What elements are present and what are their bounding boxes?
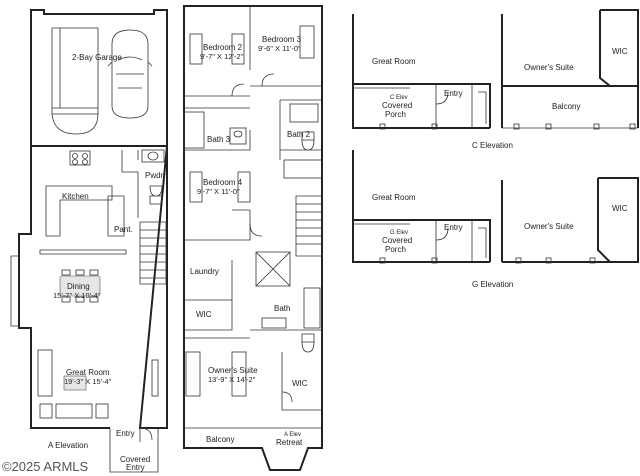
bedroom4-size: 9'-7" X 11'-0": [197, 187, 240, 196]
g-elevation-plan: Great Room G Elev Covered Porch Entry Ow…: [352, 150, 639, 289]
bedroom2-label: Bedroom 2: [203, 43, 243, 52]
retreat-label: Retreat: [276, 438, 303, 447]
kitchen-island: [45, 185, 113, 237]
bath2-label: Bath 2: [287, 130, 311, 139]
g-porch-tag: G Elev: [390, 230, 408, 236]
balcony-label: Balcony: [206, 435, 234, 444]
entry-label: Entry: [116, 429, 135, 438]
covered-entry-line2: Entry: [126, 463, 145, 472]
dining-label: Dining: [67, 282, 90, 291]
g-great-room-label: Great Room: [372, 193, 416, 202]
c-owners-suite-walls: [501, 9, 639, 128]
covered-entry-line1: Covered: [120, 455, 150, 464]
level-two-walls: [183, 5, 323, 471]
c-balcony-label: Balcony: [552, 102, 580, 111]
c-porch-tag: C Elev: [390, 95, 408, 101]
stair-level-two: [295, 195, 323, 257]
g-wic-label: WIC: [612, 204, 628, 213]
garage-walls: [30, 9, 168, 146]
c-great-room-walls: [352, 14, 491, 129]
bedroom3-size: 9'-6" X 11'-0": [258, 44, 301, 53]
kitchen-label: Kitchen: [62, 192, 89, 201]
c-elevation-plan: Great Room C Elev Covered Porch Entry Ow…: [352, 9, 639, 150]
c-great-room-label: Great Room: [372, 57, 416, 66]
g-porch-line2: Porch: [385, 245, 406, 254]
wic-right-label: WIC: [292, 379, 308, 388]
c-owners-suite-label: Owner's Suite: [524, 63, 574, 72]
laundry-label: Laundry: [190, 267, 219, 276]
great-room-size: 19'-3" X 15'-4": [64, 377, 112, 386]
pantry-label: Pant.: [114, 225, 133, 234]
powder-label: Pwdr.: [145, 171, 165, 180]
g-porch-line1: Covered: [382, 236, 412, 245]
wic-left-label: WIC: [196, 310, 212, 319]
stair-level-one: [139, 221, 167, 285]
great-room-label: Great Room: [66, 368, 110, 377]
g-great-room-walls: [352, 150, 491, 263]
g-owners-suite-walls: [501, 177, 639, 263]
bedroom4-label: Bedroom 4: [203, 178, 243, 187]
c-entry-label: Entry: [444, 89, 463, 98]
g-owners-suite-label: Owner's Suite: [524, 222, 574, 231]
level-one-plan: 2-Bay Garage: [10, 9, 168, 473]
bedroom2-size: 9'-7" X 12'-2": [200, 52, 244, 61]
dining-size: 15'-7" X 10'-4": [53, 291, 101, 300]
bath-label: Bath: [274, 304, 290, 313]
g-elevation-title: G Elevation: [472, 280, 513, 289]
car-outline: [107, 29, 153, 119]
owners-suite-label: Owner's Suite: [208, 366, 258, 375]
retreat-tag: A Elev: [284, 432, 301, 438]
c-elevation-title: C Elevation: [472, 141, 513, 150]
garage-bay-outline: [51, 27, 99, 115]
g-entry-label: Entry: [444, 223, 463, 232]
c-porch-line1: Covered: [382, 101, 412, 110]
garage-label: 2-Bay Garage: [72, 53, 122, 62]
level-one-walls: [18, 145, 168, 429]
owners-suite-size: 13'-9" X 14'-2": [208, 375, 256, 384]
great-room-furniture: [37, 349, 159, 419]
copyright-watermark: ©2025 ARMLS: [2, 459, 89, 474]
dining-table: [59, 269, 101, 303]
bedroom3-label: Bedroom 3: [262, 35, 302, 44]
c-porch-line2: Porch: [385, 110, 406, 119]
level-two-plan: Bedroom 2 9'-7" X 12'-2" Bedroom 3 9'-6"…: [183, 5, 323, 471]
bath3-label: Bath 3: [207, 135, 231, 144]
c-wic-label: WIC: [612, 47, 628, 56]
a-elevation-label: A Elevation: [48, 441, 88, 450]
